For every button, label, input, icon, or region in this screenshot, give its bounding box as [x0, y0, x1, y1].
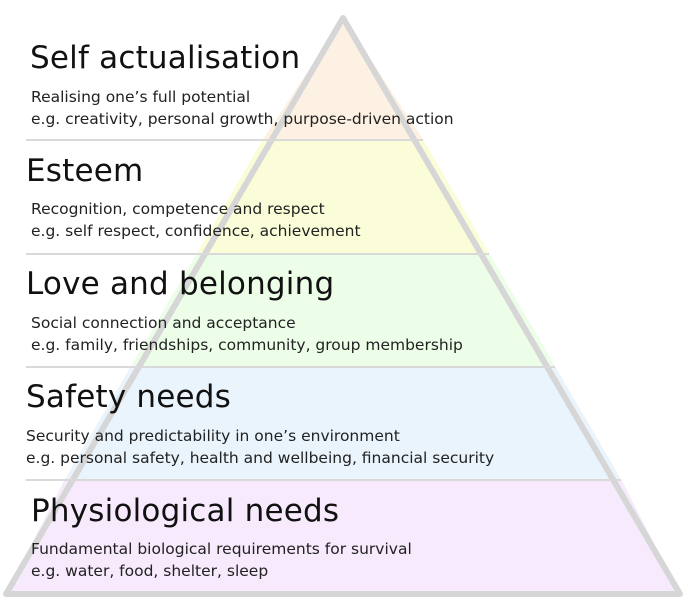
tier-title: Esteem: [26, 153, 144, 189]
tier-fill-love-belonging: [130, 254, 556, 367]
tier-fill-esteem: [196, 140, 490, 254]
tier-description: Realising one’s full potential: [31, 88, 251, 106]
tier-examples: e.g. family, friendships, community, gro…: [31, 336, 463, 354]
tier-description: Fundamental biological requirements for …: [31, 540, 412, 558]
tier-title: Physiological needs: [31, 493, 340, 529]
divider-4: [26, 479, 621, 481]
tier-fill-self-actualisation: [262, 18, 424, 140]
tier-description: Social connection and acceptance: [31, 314, 296, 332]
tier-description: Security and predictability in one’s env…: [26, 427, 400, 445]
divider-2: [26, 253, 489, 255]
divider-3: [26, 366, 555, 368]
tier-title: Love and belonging: [26, 266, 335, 302]
tier-examples: e.g. self respect, confidence, achieveme…: [31, 222, 361, 240]
tier-title: Self actualisation: [30, 40, 301, 76]
tier-fill-safety: [64, 367, 622, 480]
tier-title: Safety needs: [26, 379, 232, 415]
tier-fill-physiological: [6, 480, 680, 594]
pyramid-outline: [3, 15, 683, 597]
tier-examples: e.g. water, food, shelter, sleep: [31, 562, 269, 580]
divider-1: [26, 139, 423, 141]
tier-description: Recognition, competence and respect: [31, 200, 325, 218]
tier-examples: e.g. personal safety, health and wellbei…: [26, 449, 495, 467]
tier-examples: e.g. creativity, personal growth, purpos…: [31, 110, 454, 128]
